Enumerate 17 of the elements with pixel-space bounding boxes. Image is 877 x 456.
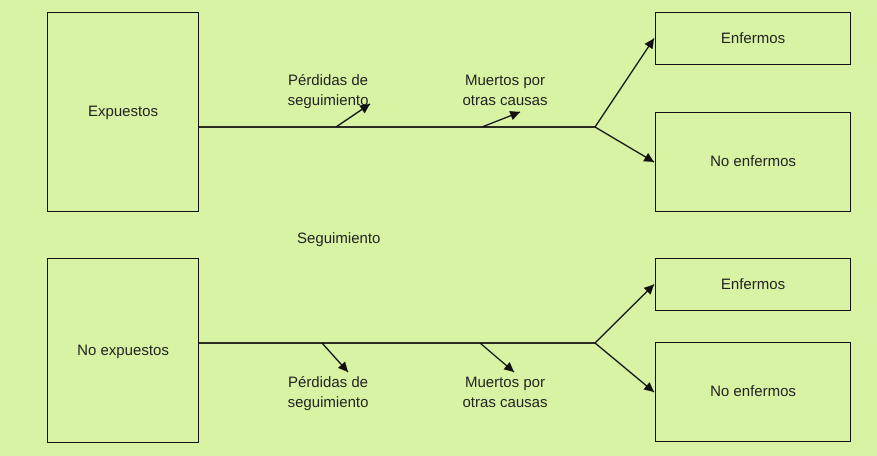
arrow [482,111,520,128]
arrow [336,103,370,128]
note-text: Pérdidas de seguimiento [286,372,370,414]
arrow [199,126,654,163]
arrow [321,342,349,372]
group-box: Enfermos [655,258,851,311]
group-box: Expuestos [47,12,199,212]
note-text: Pérdidas de seguimiento [286,70,370,112]
group-box: No enfermos [655,342,851,442]
stage-label: Seguimiento [297,230,380,247]
group-box: Enfermos [655,12,851,65]
note-text: Muertos por otras causas [452,372,558,414]
note-text: Muertos por otras causas [452,70,558,112]
arrow [199,342,654,393]
arrow [480,342,514,373]
group-box: No enfermos [655,112,851,212]
group-box: No expuestos [47,258,199,443]
